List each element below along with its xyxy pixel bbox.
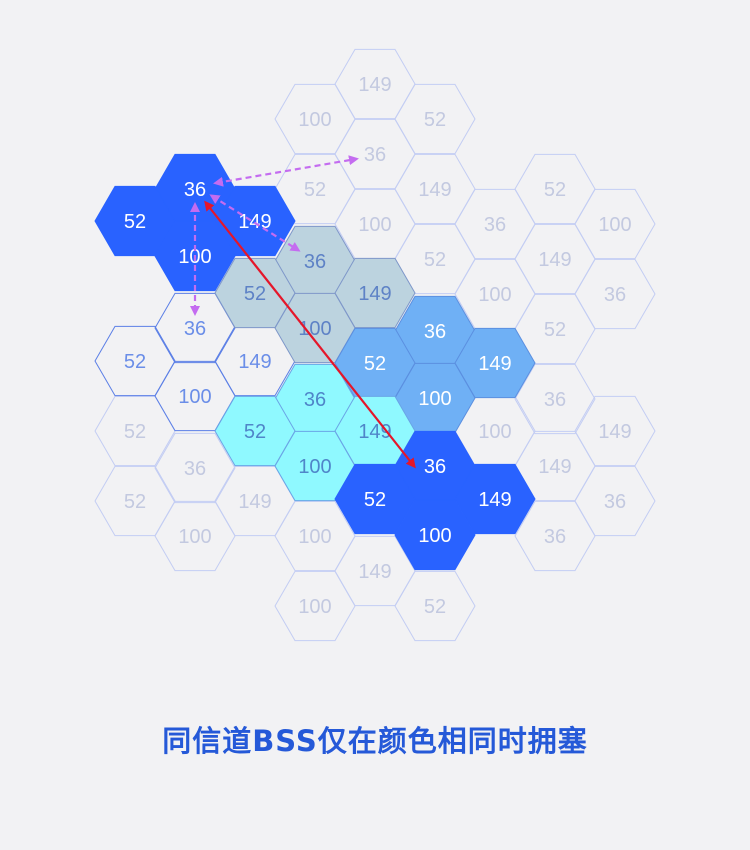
hex-cell-faint-149: 149 [514,223,596,295]
channel-label: 52 [424,109,446,131]
channel-label: 149 [358,561,391,583]
hex-cell-faint-52: 52 [94,465,176,537]
channel-label: 149 [598,421,631,443]
interference-arrows [190,155,416,469]
channel-label: 36 [424,456,446,478]
channel-label: 100 [178,526,211,548]
hexagon-shape [274,570,356,642]
hex-cell-dark-52: 52 [94,185,176,257]
channel-label: 149 [478,489,511,511]
channel-label: 52 [304,179,326,201]
channel-label: 100 [358,214,391,236]
channel-label: 36 [304,251,326,273]
hexagon-shape [514,363,596,435]
channel-label: 52 [124,421,146,443]
hex-cell-light-149: 149 [454,327,536,399]
channel-label: 36 [184,179,206,201]
channel-label: 52 [544,319,566,341]
hexagon-shape [454,463,536,535]
hex-cell-faint-52: 52 [94,395,176,467]
channel-label: 149 [418,179,451,201]
channel-label: 36 [184,318,206,340]
hex-cell-dark-52: 52 [334,463,416,535]
hex-cell-faint-36: 36 [514,500,596,572]
channel-label: 149 [358,74,391,96]
purple-arrow-to-36-slate [209,194,301,252]
channel-label: 36 [544,526,566,548]
channel-label: 52 [244,283,266,305]
channel-label: 100 [418,525,451,547]
purple-arrow-to-36-upper-right [213,155,359,187]
hex-cell-faint-52: 52 [394,83,476,155]
hex-cell-faint-36: 36 [334,118,416,190]
hex-cell-faint-36: 36 [574,258,656,330]
hexagon-shape [394,499,476,571]
channel-label: 100 [478,421,511,443]
channel-label: 100 [298,109,331,131]
channel-label: 100 [418,388,451,410]
hexagon-grid: 149 100 52 36 52 149 52 100 36 100 52 149 100 36 52 36 1… [94,48,656,642]
channel-label: 36 [364,144,386,166]
channel-label: 36 [424,321,446,343]
hex-cell-faint-36: 36 [514,363,596,435]
hex-cell-faint-36: 36 [574,465,656,537]
channel-label: 52 [124,491,146,513]
hex-cell-blue_outline-52: 52 [94,325,176,397]
hexagon-shape [514,500,596,572]
channel-label: 36 [604,491,626,513]
channel-label: 36 [544,389,566,411]
channel-label: 52 [124,351,146,373]
channel-label: 149 [538,456,571,478]
channel-label: 36 [304,389,326,411]
channel-label: 100 [598,214,631,236]
hex-cell-faint-149: 149 [574,395,656,467]
channel-label: 149 [358,283,391,305]
channel-label: 52 [364,489,386,511]
hex-cell-faint-100: 100 [574,188,656,260]
channel-label: 52 [244,421,266,443]
hex-cell-faint-52: 52 [394,570,476,642]
channel-label: 100 [178,386,211,408]
channel-label: 149 [478,353,511,375]
hex-cell-faint-36: 36 [454,188,536,260]
channel-label: 149 [538,249,571,271]
channel-label: 36 [484,214,506,236]
channel-label: 36 [604,284,626,306]
channel-label: 100 [478,284,511,306]
hex-cell-faint-149: 149 [394,153,476,225]
hex-cell-faint-52: 52 [514,153,596,225]
hex-cell-dark-149: 149 [454,463,536,535]
hex-cell-faint-100: 100 [274,570,356,642]
channel-label: 36 [184,458,206,480]
hex-cell-faint-149: 149 [334,48,416,120]
hex-cell-faint-100: 100 [154,500,236,572]
channel-label: 52 [364,353,386,375]
channel-label: 100 [298,456,331,478]
channel-label: 52 [124,211,146,233]
channel-label: 100 [298,596,331,618]
hex-cell-faint-100: 100 [274,83,356,155]
channel-label: 52 [424,596,446,618]
channel-label: 52 [544,179,566,201]
hexagon-shape [394,570,476,642]
channel-label: 149 [238,491,271,513]
channel-label: 52 [424,249,446,271]
channel-label: 100 [298,526,331,548]
channel-label: 149 [238,351,271,373]
hex-cell-dark-100: 100 [394,499,476,571]
channel-label: 100 [298,318,331,340]
diagram-caption: 同信道BSS仅在颜色相同时拥塞 [162,724,588,758]
